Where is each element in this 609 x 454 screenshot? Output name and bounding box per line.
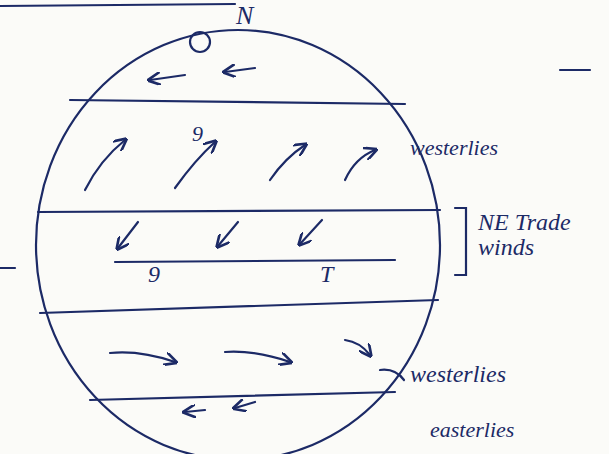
wind-label: NE Trade winds bbox=[478, 210, 588, 260]
tick-mark bbox=[0, 267, 15, 269]
wind-label: easterlies bbox=[430, 418, 514, 441]
stray-mark: T bbox=[320, 262, 333, 287]
band-line bbox=[70, 100, 405, 104]
wind-arrows bbox=[85, 68, 375, 412]
stray-mark: 9 bbox=[192, 122, 203, 145]
tick-mark bbox=[560, 69, 590, 71]
globe-outline bbox=[36, 30, 440, 454]
leader-line bbox=[380, 370, 404, 380]
wind-label: westerlies bbox=[410, 362, 506, 387]
wind-label: westerlies bbox=[410, 136, 498, 159]
pole-circle bbox=[190, 32, 210, 52]
band-line bbox=[40, 300, 438, 313]
stray-mark: 9 bbox=[148, 262, 160, 287]
band-line bbox=[90, 392, 395, 400]
top-rule bbox=[0, 4, 235, 6]
north-label: N bbox=[236, 2, 253, 29]
band-line bbox=[38, 210, 440, 212]
bracket bbox=[455, 208, 466, 275]
